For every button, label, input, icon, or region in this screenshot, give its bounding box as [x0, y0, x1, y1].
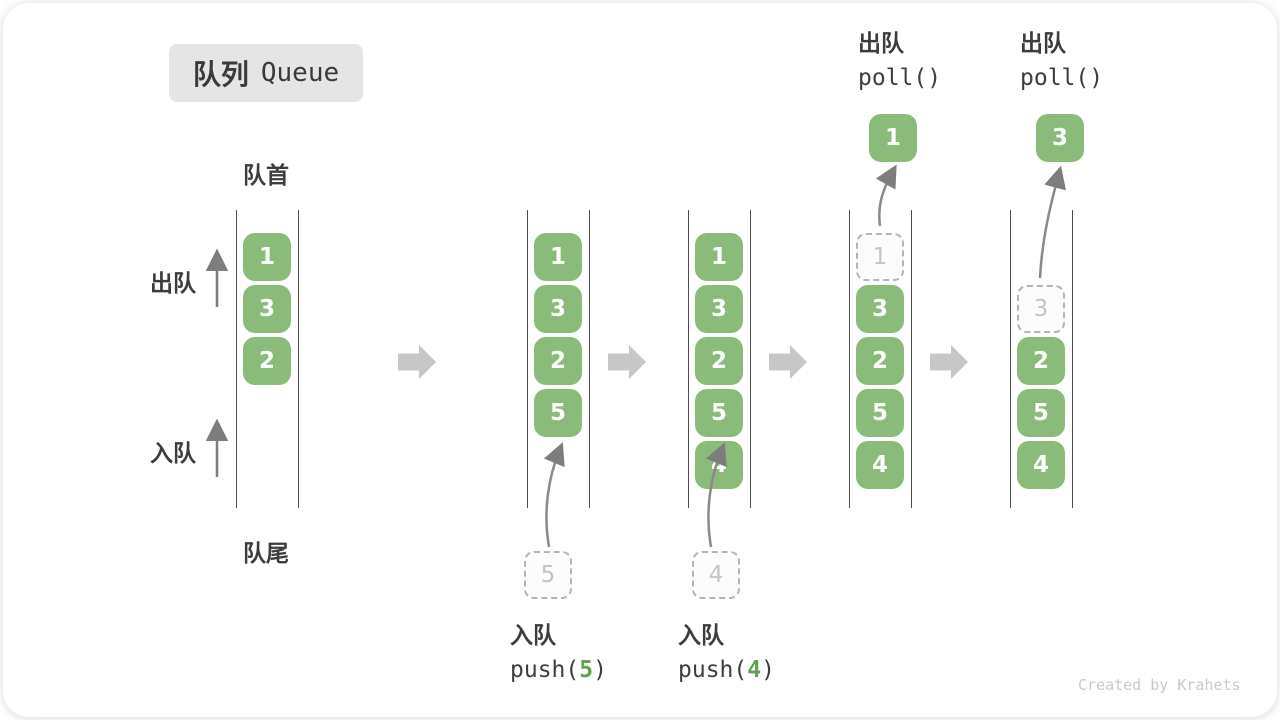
- code-arg: 4: [747, 657, 762, 683]
- code-post: ): [761, 657, 775, 683]
- queue-cell: 5: [695, 389, 743, 437]
- poll-code: poll(): [1020, 65, 1104, 91]
- code-arg: 5: [579, 657, 594, 683]
- watermark: Created by Krahets: [1078, 676, 1241, 694]
- dequeue-op-label: 出队: [1020, 30, 1066, 56]
- queue-state-1: 1 3 2: [236, 210, 299, 508]
- dequeued-cell-placeholder: 3: [1017, 285, 1065, 333]
- queue-cell: 4: [1017, 441, 1065, 489]
- polled-value-box-3: 3: [1036, 114, 1084, 162]
- enqueue-direction-label: 入队: [150, 440, 196, 466]
- poll-3-operation-label: 出队 poll(): [1020, 26, 1103, 96]
- queue-rear-label: 队尾: [243, 540, 289, 566]
- queue-state-4: 1 3 2 5 4: [849, 210, 912, 508]
- queue-cell: 2: [534, 337, 582, 385]
- code-pre: push(: [510, 657, 580, 683]
- title-english: Queue: [260, 58, 340, 88]
- queue-cell: 3: [695, 285, 743, 333]
- polled-value-box-1: 1: [869, 114, 917, 162]
- queue-cell: 1: [243, 233, 291, 281]
- enqueue-op-label: 入队: [510, 622, 556, 648]
- dequeued-cell-placeholder: 1: [856, 233, 904, 281]
- dequeue-direction-label: 出队: [150, 270, 196, 296]
- title-badge: 队列 Queue: [169, 44, 363, 102]
- queue-cell: 2: [1017, 337, 1065, 385]
- queue-cell: 2: [695, 337, 743, 385]
- queue-state-3: 1 3 2 5 4: [688, 210, 751, 508]
- queue-state-5: 3 2 5 4: [1010, 210, 1073, 508]
- poll-1-operation-label: 出队 poll(): [858, 26, 941, 96]
- push-5-code: push(5): [510, 652, 607, 688]
- queue-front-label: 队首: [243, 162, 289, 188]
- queue-cell: 3: [243, 285, 291, 333]
- code-post: ): [593, 657, 607, 683]
- title-chinese: 队列: [192, 59, 249, 90]
- queue-cell: 1: [534, 233, 582, 281]
- queue-cell: 1: [695, 233, 743, 281]
- dequeue-op-label: 出队: [858, 30, 904, 56]
- queue-cell: 3: [856, 285, 904, 333]
- push-4-code: push(4): [678, 652, 775, 688]
- queue-cell: 4: [856, 441, 904, 489]
- queue-cell: 3: [534, 285, 582, 333]
- incoming-cell-4: 4: [692, 551, 740, 599]
- incoming-cell-5: 5: [524, 551, 572, 599]
- push-4-operation-label: 入队 push(4): [678, 618, 775, 688]
- queue-cell: 5: [1017, 389, 1065, 437]
- queue-cell: 4: [695, 441, 743, 489]
- queue-state-2: 1 3 2 5: [527, 210, 590, 508]
- push-5-operation-label: 入队 push(5): [510, 618, 607, 688]
- diagram-card: [3, 3, 1277, 717]
- queue-cell: 2: [856, 337, 904, 385]
- queue-cell: 5: [856, 389, 904, 437]
- queue-cell: 5: [534, 389, 582, 437]
- queue-cell: 2: [243, 337, 291, 385]
- enqueue-op-label: 入队: [678, 622, 724, 648]
- code-pre: push(: [678, 657, 748, 683]
- poll-code: poll(): [858, 65, 942, 91]
